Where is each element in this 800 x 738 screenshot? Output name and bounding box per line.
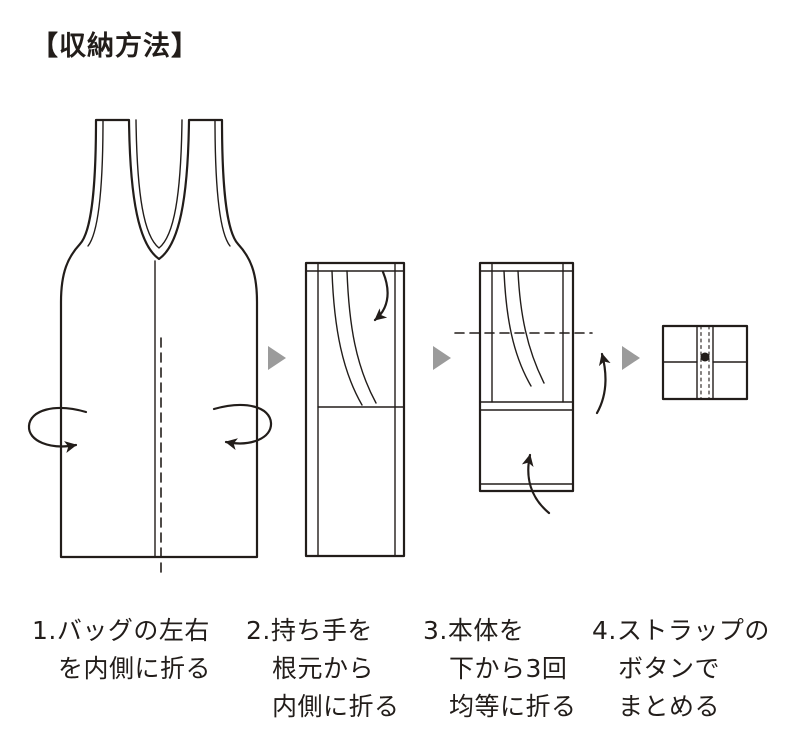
- step4-caption: 4.ストラップの ボタンで まとめる: [592, 612, 770, 726]
- caption-line: 4.ストラップの: [592, 616, 770, 645]
- page-title: 【収納方法】: [31, 31, 199, 62]
- handle-strap-right-edge: [517, 270, 545, 384]
- caption-line: 均等に折る: [449, 692, 577, 721]
- fold-right-arrow-icon: [212, 403, 273, 451]
- step3-rolled-bag-drawing: [454, 261, 611, 515]
- step-separator-arrow-icon: [622, 346, 640, 370]
- fold-left-arrow-icon: [27, 406, 88, 453]
- handle-strap-left-edge: [331, 270, 363, 406]
- step1-caption: 1.バッグの左右 を内側に折る: [32, 612, 211, 688]
- handle-strap-left-edge: [503, 270, 532, 387]
- step-separator-arrow-icon: [433, 346, 451, 370]
- caption-line: 2.持ち手を: [246, 616, 373, 645]
- caption-line: を内側に折る: [58, 654, 212, 683]
- caption-line: まとめる: [618, 692, 721, 721]
- step2-caption: 2.持ち手を 根元から 内側に折る: [246, 612, 400, 726]
- fold-up-right-arrow-icon: [595, 352, 611, 415]
- step1-bag-drawing: [27, 118, 273, 573]
- step-separator-arrow-icon: [268, 346, 286, 370]
- fold-handle-down-arrow-icon: [373, 270, 389, 322]
- bag-outline: [59, 118, 259, 559]
- bag-left-handle-seam: [87, 119, 104, 247]
- handle-strap-right-edge: [346, 270, 377, 404]
- bag-mouth-inner-seam: [135, 119, 183, 249]
- folded-bag-outline: [304, 261, 406, 558]
- caption-line: 下から3回: [449, 654, 568, 683]
- fold-up-bottom-arrow-icon: [521, 453, 551, 515]
- bag-right-handle-seam: [214, 119, 231, 247]
- strap-button: [700, 352, 710, 362]
- caption-line: 1.バッグの左右: [32, 616, 210, 645]
- step3-caption: 3.本体を 下から3回 均等に折る: [423, 612, 577, 726]
- step2-folded-bag-drawing: [304, 261, 406, 558]
- caption-line: 内側に折る: [272, 692, 400, 721]
- caption-line: 根元から: [272, 654, 375, 683]
- rolled-bag-outline: [478, 261, 575, 493]
- caption-line: 3.本体を: [423, 616, 525, 645]
- step4-packed-bag-drawing: [661, 324, 749, 401]
- caption-line: ボタンで: [618, 654, 721, 683]
